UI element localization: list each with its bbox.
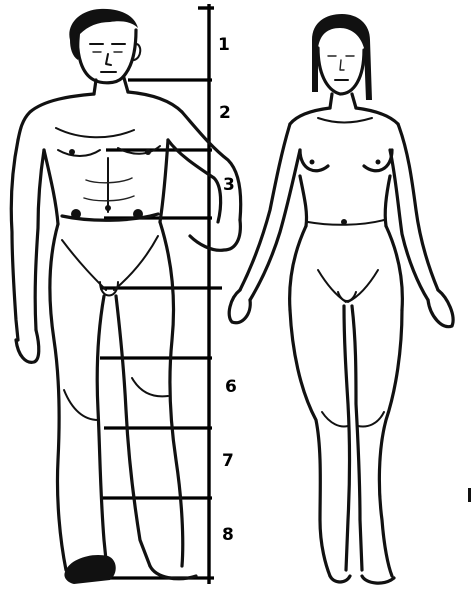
male-arm-left-inner: [35, 150, 44, 330]
female-collarbone: [318, 118, 372, 123]
male-nose: [106, 54, 111, 65]
male-leg-right-outer: [160, 222, 183, 566]
female-figure: [229, 14, 453, 583]
female-knee-right: [358, 412, 384, 426]
scale-label-6: 6: [225, 377, 237, 397]
scale-label-3: 3: [223, 175, 235, 195]
male-foot-left: [64, 555, 115, 584]
male-navel: [105, 205, 111, 211]
male-leg-right-inner: [116, 296, 150, 566]
male-hand-right: [190, 220, 240, 250]
male-hand-left: [16, 330, 39, 362]
male-arm-right-upper: [182, 112, 241, 220]
female-breast-left: [300, 150, 328, 171]
male-leg-left-outer: [50, 224, 66, 570]
male-chest-line: [56, 128, 134, 137]
male-hip-mark-right: [133, 209, 143, 219]
female-foot-left: [330, 576, 350, 582]
male-knee-left: [64, 390, 98, 420]
female-hip-right: [386, 226, 402, 310]
female-leg-left-outer: [290, 310, 330, 576]
female-foot-right: [362, 576, 394, 583]
female-leg-right-inner: [352, 306, 362, 570]
scale-labels: 1 2 3 6 7 8: [218, 35, 237, 545]
male-hip-mark-left: [71, 209, 81, 219]
male-torso-right: [160, 140, 168, 222]
female-hand-left: [229, 290, 250, 323]
male-arm-right-inner: [168, 140, 221, 222]
edge-mark: [468, 488, 471, 502]
female-hip-left: [290, 226, 306, 310]
guide-lines: [95, 80, 222, 578]
female-hand-right: [428, 290, 453, 327]
female-nipple-left: [310, 160, 315, 165]
female-arm-right-outer: [398, 124, 438, 290]
male-neck-right: [124, 78, 128, 92]
female-navel: [341, 219, 347, 225]
male-torso-left: [44, 150, 58, 224]
female-groin-left: [318, 270, 346, 302]
female-shoulder-left: [290, 108, 330, 124]
female-neck-right: [352, 94, 356, 108]
scale-label-7: 7: [222, 451, 234, 471]
male-groin-right: [114, 236, 158, 290]
female-neck-left: [330, 94, 332, 108]
male-pec-left: [58, 150, 100, 156]
female-nose: [340, 60, 344, 70]
male-shoulder-right: [128, 92, 182, 112]
scale-label-1: 1: [218, 35, 230, 55]
male-nipple-left: [69, 149, 75, 155]
female-nipple-right: [376, 160, 381, 165]
scale-label-2: 2: [219, 103, 231, 123]
male-arm-left-outer: [11, 140, 18, 340]
scale-label-8: 8: [222, 525, 234, 545]
male-neck-left: [94, 80, 96, 94]
male-nipple-right: [145, 149, 151, 155]
female-knee-left: [322, 412, 348, 426]
male-knee-right: [132, 378, 168, 396]
female-waist-right: [385, 176, 390, 226]
female-leg-left-inner: [344, 306, 350, 570]
female-shoulder-right: [356, 108, 398, 124]
female-waist-left: [300, 176, 307, 226]
female-arm-left-outer: [240, 124, 290, 290]
female-leg-right-outer: [379, 310, 402, 576]
male-shoulder-left: [18, 94, 94, 140]
female-head: [318, 48, 364, 94]
